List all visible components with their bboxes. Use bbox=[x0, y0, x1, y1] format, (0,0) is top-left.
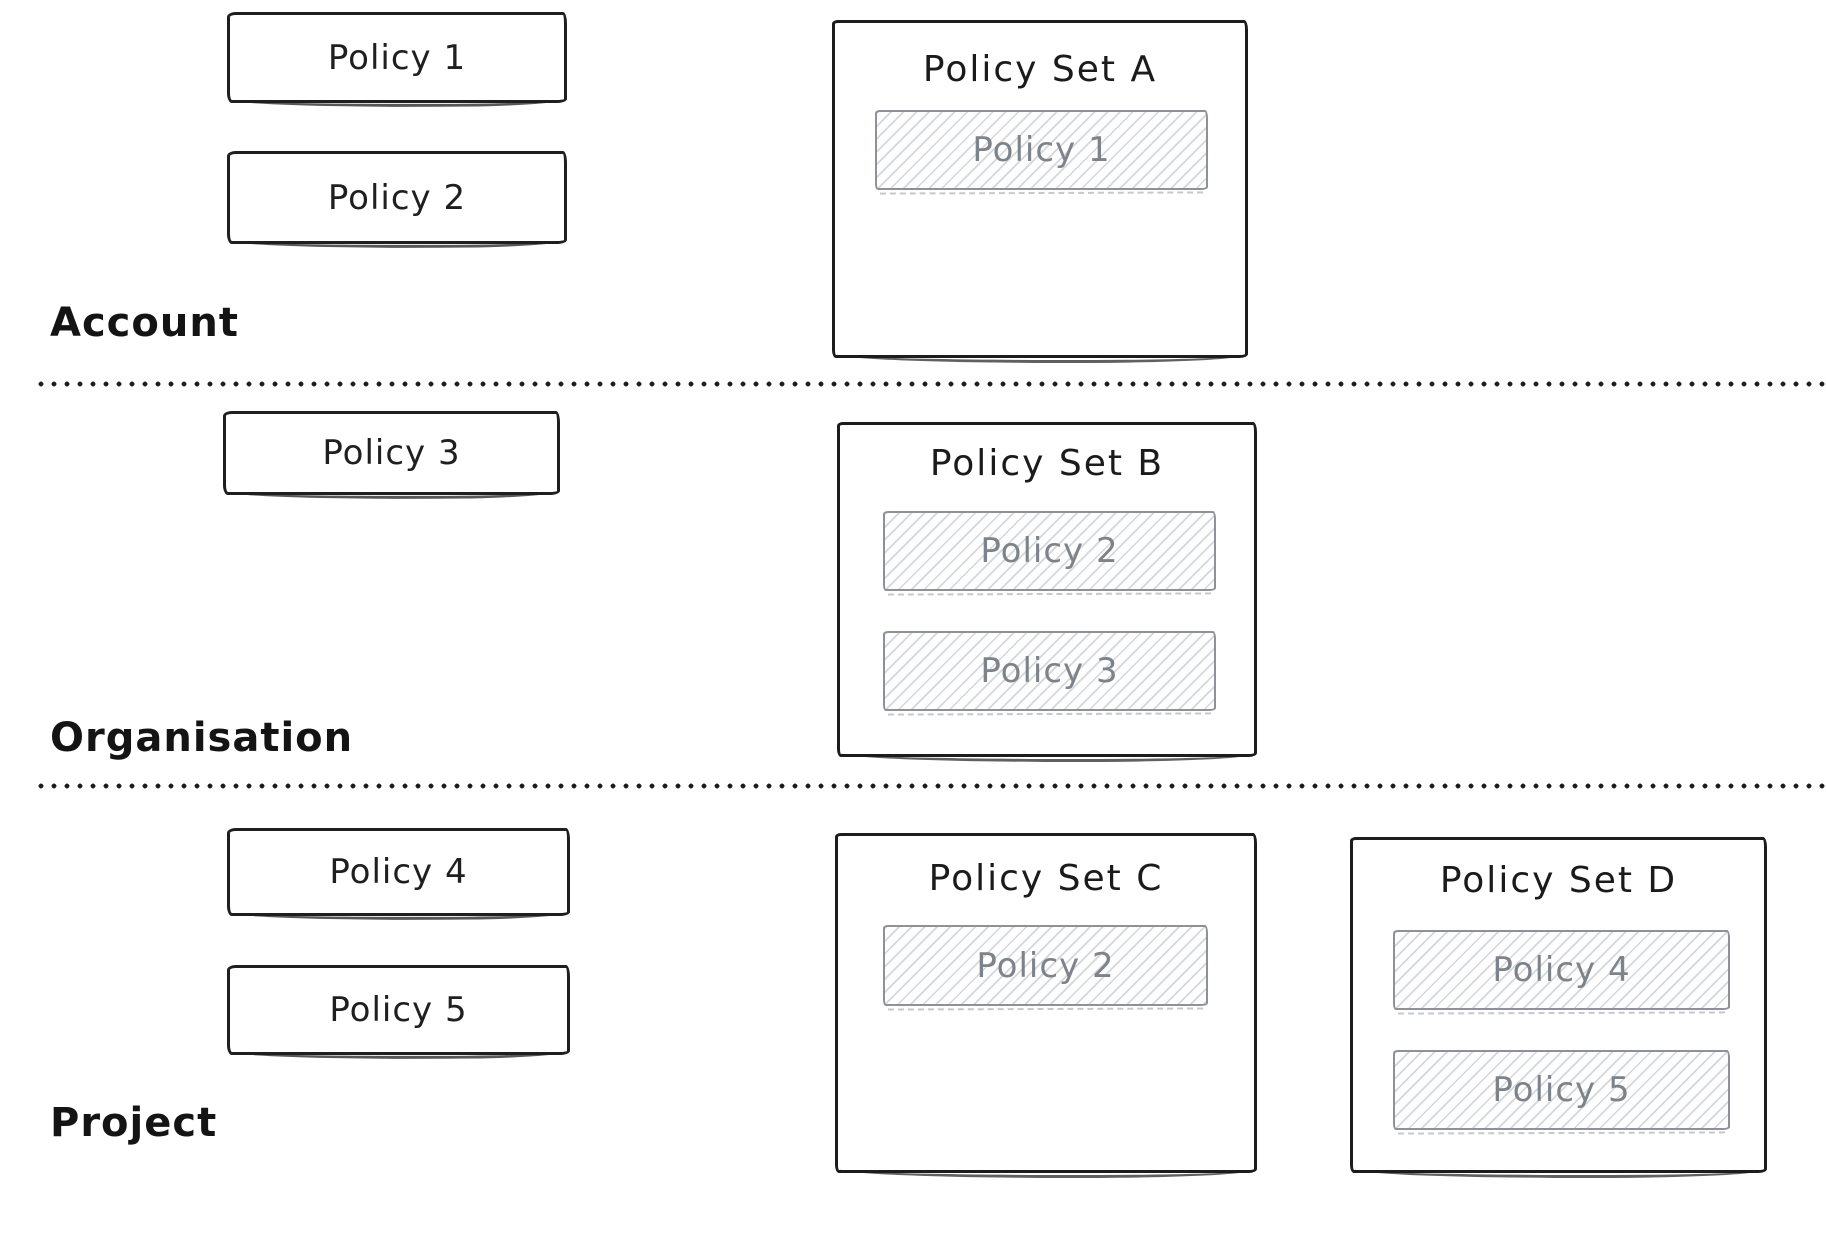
policy-box-label: Policy 1 bbox=[327, 37, 467, 78]
policy-set-title: Policy Set A bbox=[922, 49, 1158, 90]
policy-box-policy-5: Policy 5 bbox=[227, 965, 570, 1055]
member-policy-box: Policy 2 bbox=[883, 925, 1208, 1006]
tier-label-account: Account bbox=[50, 300, 239, 346]
policy-box-label: Policy 3 bbox=[322, 433, 461, 473]
policy-set-title: Policy Set C bbox=[928, 858, 1164, 899]
policy-box-policy-2: Policy 2 bbox=[227, 151, 567, 244]
policy-set-box-a: Policy Set A Policy 1 bbox=[832, 20, 1248, 358]
tier-label-project: Project bbox=[50, 1100, 218, 1146]
tier-label-organisation: Organisation bbox=[50, 715, 354, 761]
tier-separator bbox=[38, 381, 1826, 387]
tier-separator bbox=[38, 783, 1826, 789]
policy-set-title: Policy Set D bbox=[1439, 860, 1678, 901]
policy-set-box-c: Policy Set C Policy 2 bbox=[835, 833, 1257, 1173]
member-policy-box: Policy 5 bbox=[1393, 1050, 1730, 1130]
member-policy-label: Policy 3 bbox=[980, 651, 1119, 691]
policy-set-box-b: Policy Set B Policy 2 Policy 3 bbox=[837, 422, 1257, 757]
policy-box-policy-1: Policy 1 bbox=[227, 12, 567, 103]
member-policy-box: Policy 4 bbox=[1393, 930, 1730, 1010]
policy-box-label: Policy 5 bbox=[329, 990, 468, 1030]
member-policy-box: Policy 2 bbox=[883, 511, 1216, 591]
member-policy-box: Policy 1 bbox=[875, 110, 1208, 190]
member-policy-label: Policy 5 bbox=[1492, 1070, 1631, 1110]
member-policy-label: Policy 4 bbox=[1492, 950, 1631, 990]
policy-box-policy-3: Policy 3 bbox=[223, 411, 560, 495]
member-policy-box: Policy 3 bbox=[883, 631, 1216, 711]
policy-set-title: Policy Set B bbox=[929, 443, 1165, 484]
policy-set-box-d: Policy Set D Policy 4 Policy 5 bbox=[1350, 837, 1767, 1173]
member-policy-label: Policy 2 bbox=[980, 531, 1119, 571]
member-policy-label: Policy 1 bbox=[972, 130, 1111, 170]
policy-box-policy-4: Policy 4 bbox=[227, 828, 570, 916]
member-policy-label: Policy 2 bbox=[976, 945, 1115, 986]
policy-box-label: Policy 4 bbox=[329, 852, 468, 892]
policy-box-label: Policy 2 bbox=[327, 177, 467, 218]
